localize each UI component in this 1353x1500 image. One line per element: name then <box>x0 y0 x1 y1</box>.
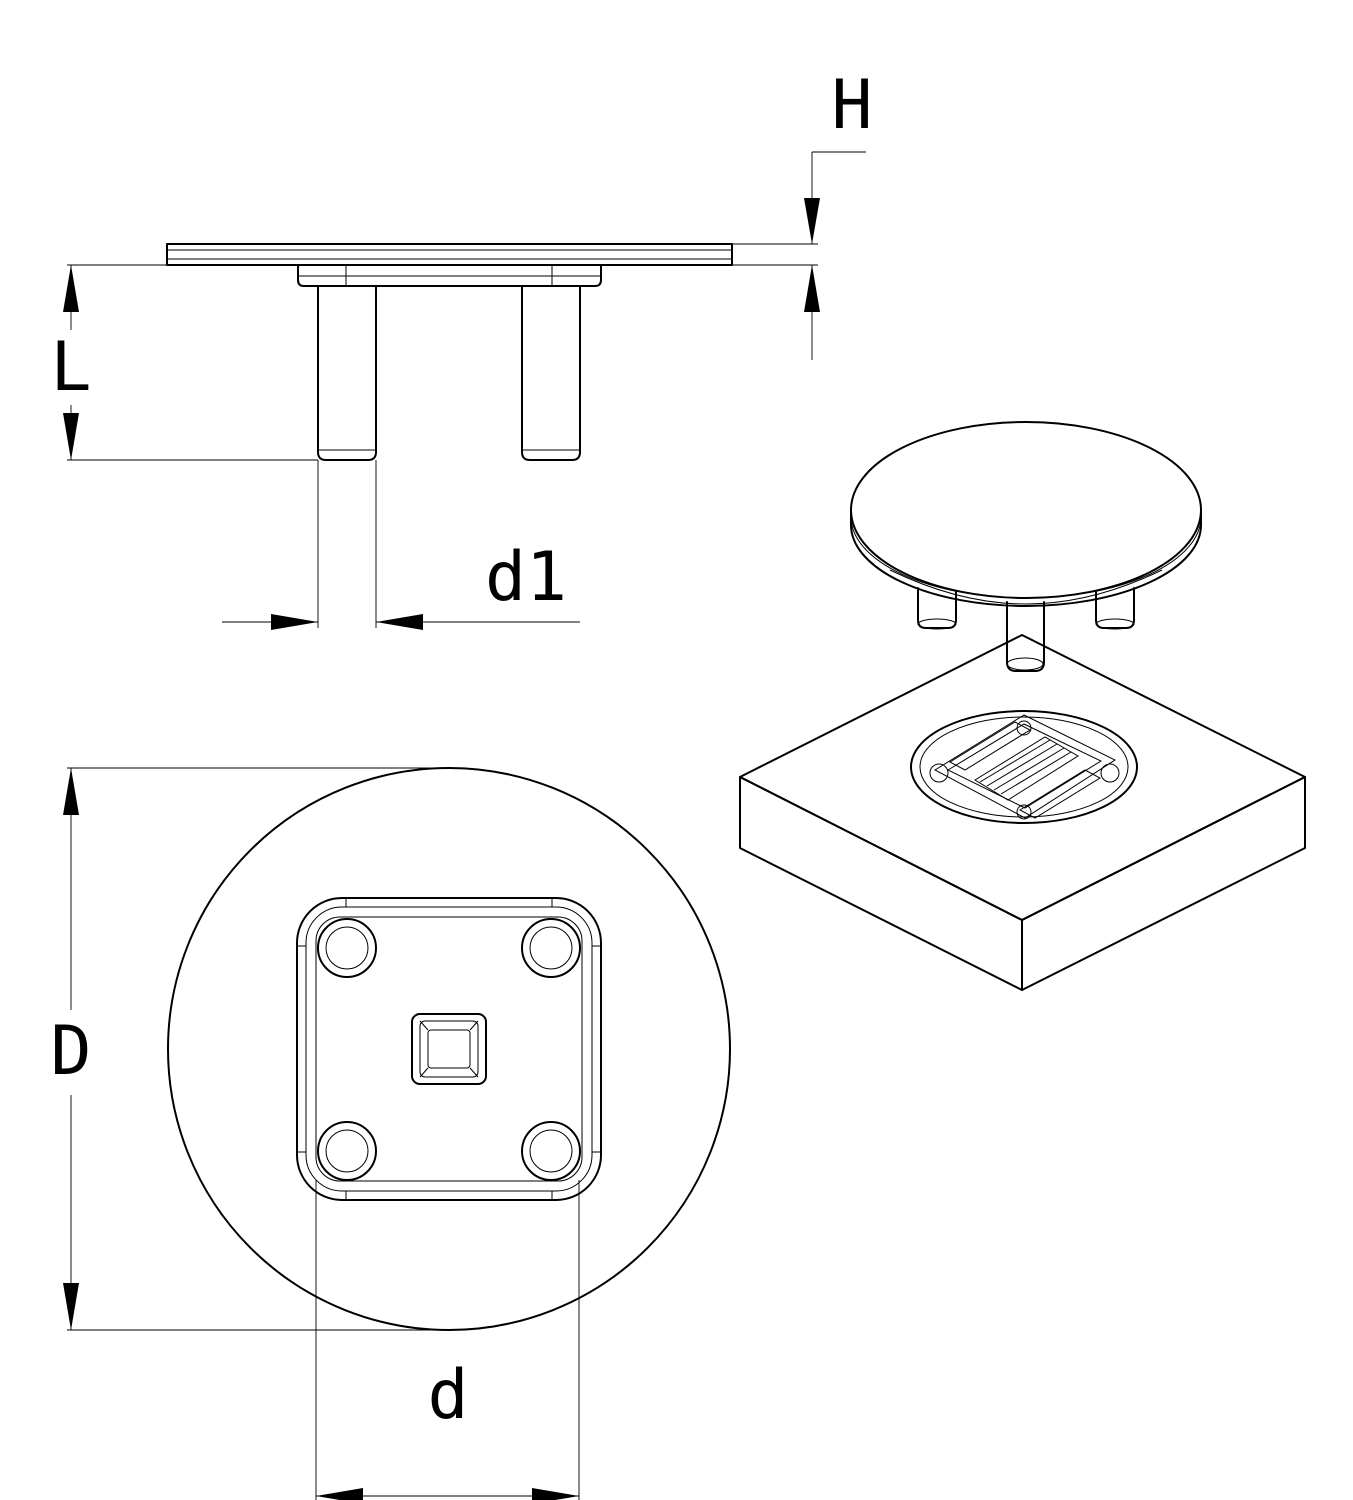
iso-disc <box>850 421 1202 607</box>
dimension-l: L <box>51 264 318 461</box>
arrow-h-top <box>804 198 820 244</box>
iso-block <box>739 634 1306 991</box>
arrow-diameter-bottom <box>63 1283 79 1330</box>
arrow-d-right <box>532 1488 579 1500</box>
arrow-d1-left <box>271 614 318 630</box>
side-hub <box>297 264 602 287</box>
label-d1: d1 <box>485 538 567 617</box>
label-l: L <box>51 328 92 407</box>
side-pin-left <box>317 285 377 461</box>
plan-pin-top-right <box>521 918 581 978</box>
plan-pin-bottom-right <box>521 1121 581 1181</box>
label-h: H <box>832 66 873 145</box>
dimension-diameter: D <box>51 767 449 1331</box>
plan-disc <box>167 767 731 1331</box>
dimension-inner-width: d <box>315 1180 580 1500</box>
label-diameter: D <box>51 1012 92 1091</box>
isometric-view <box>739 421 1306 991</box>
arrow-d-left <box>316 1488 363 1500</box>
arrow-d1-right <box>376 614 423 630</box>
label-inner-width: d <box>428 1356 469 1435</box>
side-plate <box>166 243 733 266</box>
plan-hub-outer <box>296 897 602 1201</box>
top-view <box>167 767 731 1331</box>
dimension-d1: d1 <box>222 460 580 630</box>
iso-recess <box>910 710 1138 824</box>
plan-pin-top-left <box>317 918 377 978</box>
arrow-l-top <box>63 265 79 312</box>
side-view <box>166 243 733 461</box>
arrow-diameter-top <box>63 768 79 815</box>
side-pin-right <box>521 285 581 461</box>
plan-pin-bottom-left <box>317 1121 377 1181</box>
iso-pins <box>917 587 1135 672</box>
plan-hub-inner <box>315 916 583 1182</box>
plan-center-socket <box>411 1013 487 1085</box>
dimension-h: H <box>732 66 872 360</box>
arrow-l-bottom <box>63 413 79 460</box>
arrow-h-bottom <box>804 265 820 312</box>
